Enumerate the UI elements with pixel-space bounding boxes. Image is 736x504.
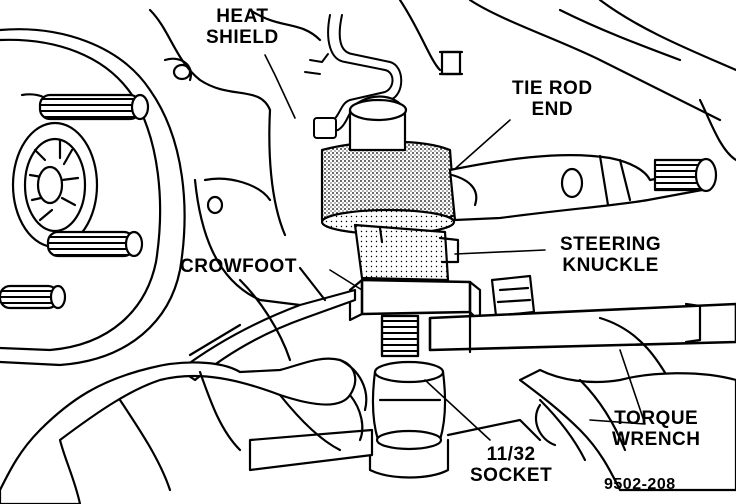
hex-nut <box>490 274 536 318</box>
torque-wrench <box>428 302 736 462</box>
label-steering-knuckle: STEERING KNUCKLE <box>560 234 661 276</box>
label-crowfoot-line1: CROWFOOT <box>180 256 297 277</box>
brake-line <box>304 14 403 139</box>
wheel-studs <box>0 93 150 310</box>
label-tie-rod-end-line1: TIE ROD <box>512 78 593 99</box>
hand <box>0 357 368 504</box>
threaded-stud <box>380 314 420 358</box>
label-heat-shield-line2: SHIELD <box>206 27 279 48</box>
label-socket: 11/32 SOCKET <box>470 444 552 486</box>
leader-crowfoot <box>329 269 363 291</box>
label-socket-line1: 11/32 <box>486 444 536 465</box>
label-torque-wrench-line1: TORQUE <box>614 408 699 429</box>
label-tie-rod-end: TIE ROD END <box>512 78 593 120</box>
tie-rod-end <box>448 154 718 222</box>
label-torque-wrench-line2: WRENCH <box>612 429 701 450</box>
label-heat-shield: HEAT SHIELD <box>206 6 279 48</box>
crowfoot-tool <box>348 278 482 324</box>
knuckle-body <box>148 0 736 307</box>
heat-shield <box>320 95 457 236</box>
leader-socket <box>424 379 491 441</box>
rotor-hub <box>0 28 186 367</box>
leader-lines <box>264 54 646 441</box>
label-crowfoot: CROWFOOT <box>180 256 297 277</box>
leader-steering-knuckle <box>454 249 546 255</box>
label-torque-wrench: TORQUE WRENCH <box>612 408 701 450</box>
steering-knuckle-stud <box>353 223 460 282</box>
label-socket-line2: SOCKET <box>470 465 553 486</box>
label-heat-shield-line1: HEAT <box>216 6 269 27</box>
label-tie-rod-end-line2: END <box>531 99 574 120</box>
leader-torque-wrench <box>589 349 646 425</box>
bolt-top <box>438 50 464 76</box>
drive-bar <box>248 418 542 472</box>
leader-tie-rod-end <box>455 119 511 169</box>
label-steering-knuckle-line2: KNUCKLE <box>562 255 659 276</box>
extension-bar <box>178 266 357 382</box>
label-steering-knuckle-line1: STEERING <box>560 234 662 255</box>
leader-heat-shield <box>264 54 296 119</box>
socket <box>368 360 450 479</box>
figure-number: 9502-208 <box>604 476 676 493</box>
